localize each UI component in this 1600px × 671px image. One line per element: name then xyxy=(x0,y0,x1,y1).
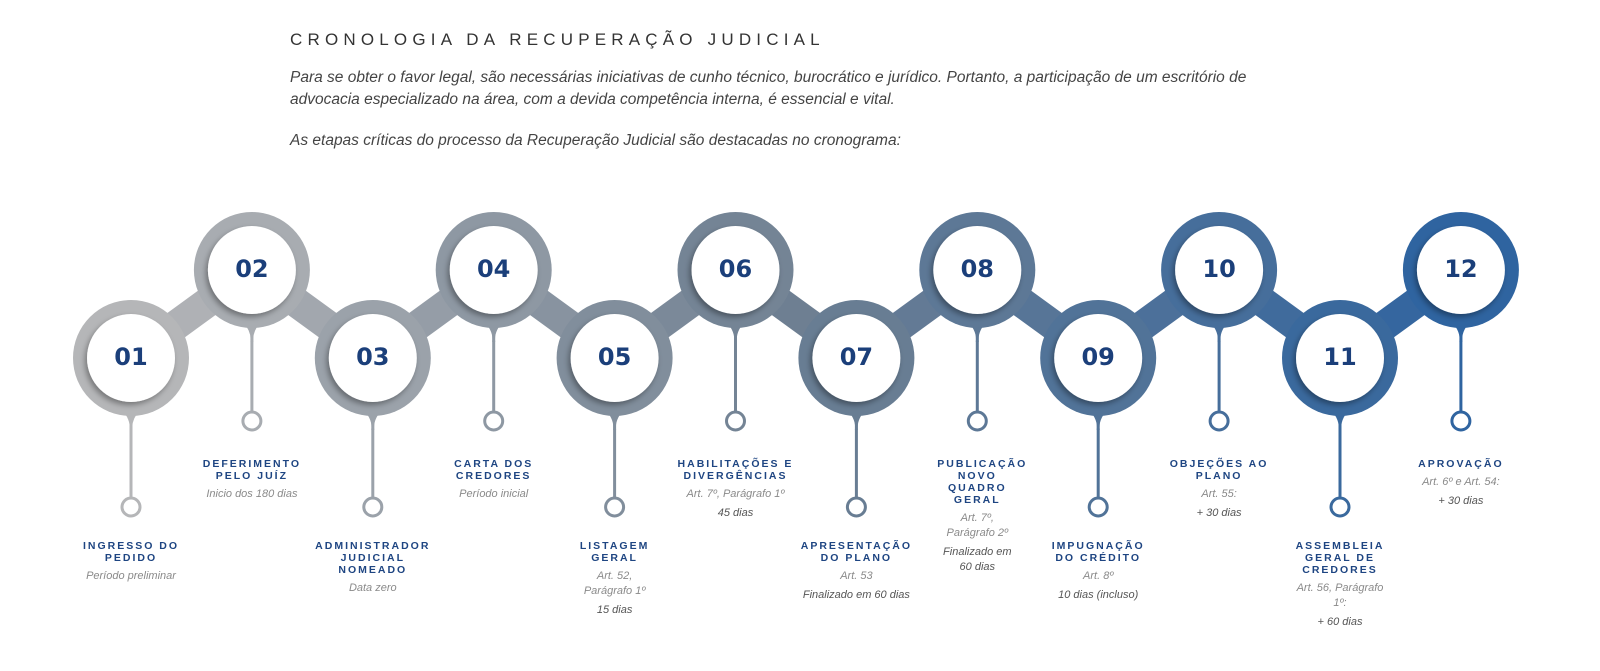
step-circle xyxy=(1175,226,1264,314)
milestone-dot-icon xyxy=(725,410,746,432)
milestone-dot-icon xyxy=(604,496,626,518)
step-title: HABILITAÇÕES E DIVERGÊNCIAS xyxy=(677,458,794,482)
milestone-dot-icon xyxy=(1208,410,1230,432)
step-label: IMPUGNAÇÃO DO CRÉDITO Art. 8º 10 dias (inc… xyxy=(1043,540,1153,603)
step-duration: Finalizado em 60 dias xyxy=(802,589,910,601)
step-reference: Data zero xyxy=(348,582,397,594)
milestone-dot-icon xyxy=(362,496,384,518)
step-title: ADMINISTRADOR JUDICIAL NOMEADO xyxy=(315,540,431,576)
step-number: 06 xyxy=(718,255,753,283)
step-circle xyxy=(812,314,901,402)
step-number: 11 xyxy=(1323,343,1357,371)
step-number: 09 xyxy=(1081,343,1115,371)
step-label: APROVAÇÃO Art. 6º e Art. 54: + 30 dias xyxy=(1401,458,1521,509)
step-reference: Período preliminar xyxy=(86,570,176,582)
milestone-dot-icon xyxy=(1329,496,1351,518)
step-reference: Art. 8º xyxy=(1083,570,1114,582)
step-title: PUBLICAÇÃO NOVO QUADRO GERAL xyxy=(937,458,1028,506)
step-duration: + 60 dias xyxy=(1317,616,1363,628)
step-reference: Art. 6º e Art. 54: xyxy=(1422,476,1500,488)
step-label: DEFERIMENTO PELO JUÍZ Inicio dos 180 dias xyxy=(192,458,312,502)
step-number: 08 xyxy=(960,255,994,283)
step-title: APRESENTAÇÃO DO PLANO xyxy=(800,540,913,564)
step-circle xyxy=(1296,314,1384,402)
step-label: ADMINISTRADOR JUDICIAL NOMEADO Data zero xyxy=(308,540,438,596)
step-title: DEFERIMENTO PELO JUÍZ xyxy=(202,458,301,482)
step-title: OBJEÇÕES AO PLANO xyxy=(1169,458,1269,482)
step-duration: 10 dias (incluso) xyxy=(1058,589,1139,601)
milestone-dot-icon xyxy=(1087,496,1109,518)
timeline-intro: As etapas críticas do processo da Recupe… xyxy=(290,132,901,149)
step-reference: Inicio dos 180 dias xyxy=(206,488,298,500)
milestone-dot-icon xyxy=(483,410,505,432)
step-circle xyxy=(1416,226,1505,314)
step-reference: Art. 52, Parágrafo 1º xyxy=(583,570,646,597)
step-circle xyxy=(207,226,296,314)
step-circle xyxy=(570,314,659,402)
step-reference: Art. 7º, Parágrafo 2º xyxy=(946,512,1009,539)
step-circle xyxy=(1054,314,1143,402)
step-reference: Art. 7º, Parágrafo 1º xyxy=(686,488,785,500)
step-circle xyxy=(328,314,417,402)
step-number: 05 xyxy=(597,343,632,371)
step-label: CARTA DOS CREDORES Período inicial xyxy=(439,458,549,502)
step-number: 04 xyxy=(476,255,511,283)
milestone-dot-icon xyxy=(120,496,142,518)
step-duration: Finalizado em 60 dias xyxy=(943,546,1012,573)
step-circle xyxy=(691,226,780,314)
step-label: INGRESSO DO PEDIDO Período preliminar xyxy=(76,540,186,584)
step-duration: + 30 dias xyxy=(1196,507,1242,519)
step-number: 10 xyxy=(1202,255,1236,283)
milestone-dot-icon xyxy=(845,496,867,518)
step-circle xyxy=(933,226,1022,314)
step-title: INGRESSO DO PEDIDO xyxy=(82,540,180,564)
page-title: CRONOLOGIA DA RECUPERAÇÃO JUDICIAL xyxy=(290,30,825,49)
step-title: APROVAÇÃO xyxy=(1418,458,1504,470)
step-reference: Art. 55: xyxy=(1201,488,1237,500)
step-number: 02 xyxy=(235,255,269,283)
step-title: LISTAGEM GERAL xyxy=(579,540,650,564)
step-number: 01 xyxy=(114,343,148,371)
step-label: PUBLICAÇÃO NOVO QUADRO GERAL Art. 7º, Par… xyxy=(937,458,1028,575)
milestone-dot-icon xyxy=(966,410,988,432)
step-duration: 15 dias xyxy=(596,604,633,616)
step-title: ASSEMBLEIA GERAL DE CREDORES xyxy=(1295,540,1385,576)
step-label: LISTAGEM GERAL Art. 52, Parágrafo 1º 15 di… xyxy=(575,540,655,618)
step-title: CARTA DOS CREDORES xyxy=(454,458,534,482)
milestone-dot-icon xyxy=(1450,410,1472,432)
step-label: APRESENTAÇÃO DO PLANO Art. 53 Finalizado e… xyxy=(796,540,916,603)
step-number: 12 xyxy=(1444,255,1478,283)
step-duration: 45 dias xyxy=(717,507,754,519)
milestone-dot-icon xyxy=(241,410,263,432)
step-label: ASSEMBLEIA GERAL DE CREDORES Art. 56, Par… xyxy=(1290,540,1390,630)
intro-paragraph: Para se obter o favor legal, são necessá… xyxy=(290,69,1247,108)
step-duration: + 30 dias xyxy=(1438,495,1484,507)
step-number: 03 xyxy=(356,343,390,371)
step-title: IMPUGNAÇÃO DO CRÉDITO xyxy=(1051,540,1145,564)
step-reference: Art. 56, Parágrafo 1º: xyxy=(1296,582,1384,609)
step-reference: Art. 53 xyxy=(840,570,873,582)
step-circle xyxy=(87,314,175,402)
step-label: HABILITAÇÕES E DIVERGÊNCIAS Art. 7º, Pará… xyxy=(676,458,796,521)
step-reference: Período inicial xyxy=(459,488,529,500)
step-circle xyxy=(449,226,538,314)
step-number: 07 xyxy=(839,343,874,371)
step-label: OBJEÇÕES AO PLANO Art. 55: + 30 dias xyxy=(1164,458,1274,521)
